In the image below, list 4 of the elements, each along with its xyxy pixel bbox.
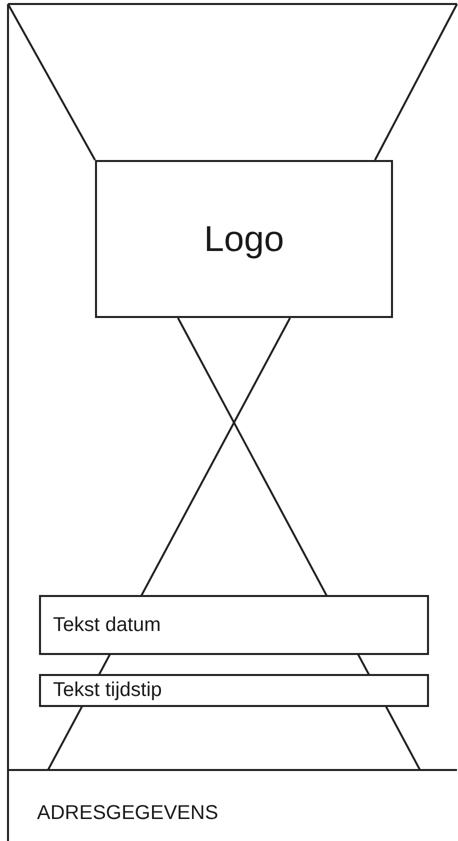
date-text-field: Tekst datum [39, 595, 429, 655]
wireframe-panel: Logo [95, 160, 393, 318]
section-heading: ADRESGEGEVENS [37, 802, 218, 825]
time-text-field: Tekst tijdstip [39, 674, 429, 707]
